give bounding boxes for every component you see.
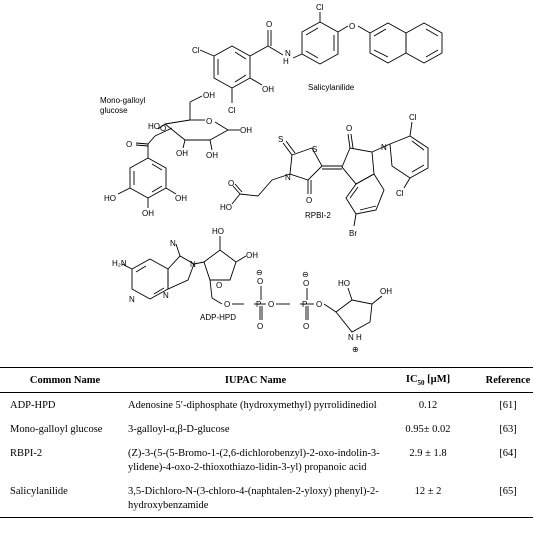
- rpbi-atom-o-acid: O: [228, 179, 234, 188]
- header-common-name: Common Name: [0, 366, 124, 394]
- sal-atom-cl-top: Cl: [316, 3, 324, 12]
- cell-common: Salicylanilide: [0, 479, 124, 519]
- chemical-structures-figure: Cl Cl OH O H N Cl O Salicylanilide Mono-…: [100, 3, 443, 354]
- rpbi-atom-br: Br: [349, 229, 357, 238]
- inhibitor-table: Common Name IUPAC Name IC50 [µM] Referen…: [0, 366, 533, 519]
- mgg-atom-oh-low2: OH: [206, 151, 218, 160]
- adp-atom-om2: O: [303, 279, 309, 288]
- adp-atom-o1: O: [224, 300, 230, 309]
- mgg-atom-ho-a: HO: [104, 194, 116, 203]
- cell-reference: [61]: [499, 400, 517, 412]
- mgg-atom-ho-left: HO: [148, 122, 160, 131]
- adp-minus-1: ⊖: [256, 268, 263, 277]
- cell-iupac: Adenosine 5′-diphosphate (hydroxymethyl)…: [128, 400, 377, 412]
- cell-common: Mono-galloyl glucose: [10, 424, 103, 436]
- table-row: RBPI-2 (Z)-3-(5-(5-Bromo-1-(2,6-dichloro…: [0, 441, 533, 479]
- rpbi-atom-cl-top: Cl: [409, 113, 417, 122]
- mgg-atom-o-link: O: [160, 124, 166, 133]
- mgg-label-line2: glucose: [100, 106, 128, 115]
- adp-atom-p2: P: [302, 300, 307, 309]
- header-iupac-name: IUPAC Name: [124, 366, 387, 394]
- adp-atom-oh: OH: [246, 251, 258, 260]
- adp-atom-o4: O: [257, 322, 263, 331]
- cell-ic50: 0.95± 0.02: [405, 424, 451, 436]
- adp-atom-ho2: HO: [338, 279, 350, 288]
- table-row: ADP-HPD Adenosine 5′-diphosphate (hydrox…: [0, 393, 533, 418]
- rpbi2-structure: S S N O O HO O N Cl Cl Br RPBI-2: [220, 113, 429, 238]
- cell-reference: [64]: [499, 448, 517, 460]
- rpbi-atom-o-top: O: [346, 124, 352, 133]
- cell-ic50: 2.9 ± 1.8: [409, 448, 447, 460]
- sal-atom-oh: OH: [262, 85, 274, 94]
- mgg-atom-o-ring: O: [206, 117, 212, 126]
- mgg-atom-oh-right: OH: [240, 126, 252, 135]
- table-header-row: Common Name IUPAC Name IC50 [µM] Referen…: [0, 366, 533, 394]
- rpbi-atom-s-ring: S: [312, 145, 317, 154]
- adp-atom-n4: N: [163, 291, 169, 300]
- rpbi-atom-n-ring: N: [285, 173, 291, 182]
- rpbi-atom-cl-right: Cl: [396, 189, 404, 198]
- structures-svg: Cl Cl OH O H N Cl O Salicylanilide Mono-…: [100, 3, 443, 354]
- cell-reference: [63]: [499, 424, 517, 436]
- sal-atom-n: N: [285, 49, 291, 58]
- header-ic50-suffix: [µM]: [424, 374, 451, 385]
- sal-atom-o-carbonyl: O: [266, 20, 272, 29]
- adp-atom-o5: O: [303, 322, 309, 331]
- cell-ic50: 0.12: [418, 400, 438, 412]
- rpbi-atom-o-low: O: [306, 196, 312, 205]
- table: Common Name IUPAC Name IC50 [µM] Referen…: [0, 366, 533, 519]
- adp-atom-o-ribose: O: [216, 281, 222, 290]
- sal-atom-h: H: [283, 57, 289, 66]
- table-row: Salicylanilide 3,5-Dichloro-N-(3-chloro-…: [0, 479, 533, 519]
- adp-atom-o2: O: [268, 300, 274, 309]
- mgg-atom-oh-low1: OH: [176, 149, 188, 158]
- adp-atom-ho: HO: [212, 227, 224, 236]
- salicylanilide-structure: Cl Cl OH O H N Cl O Salicylanilide: [192, 3, 443, 115]
- mgg-atom-o-ester: O: [126, 140, 132, 149]
- mgg-atom-oh-c: OH: [175, 194, 187, 203]
- header-ic50-sub: 50: [417, 379, 425, 388]
- adp-minus-2: ⊖: [302, 270, 309, 279]
- adp-hpd-structure: H₂N N N N N O HO OH O P O P O O O O O ⊖ …: [112, 227, 392, 354]
- cell-reference: [65]: [469, 479, 533, 519]
- adp-atom-oh2: OH: [380, 287, 392, 296]
- cell-iupac: 3,5-Dichloro-N-(3-chloro-4-(naphtalen-2-…: [124, 479, 387, 519]
- salicylanilide-label: Salicylanilide: [308, 83, 355, 92]
- header-ic50: IC50 [µM]: [387, 366, 469, 394]
- header-reference: Reference: [469, 366, 533, 394]
- adp-atom-n3: N: [129, 295, 135, 304]
- mgg-label-line1: Mono-galloyl: [100, 96, 146, 105]
- cell-common: ADP-HPD: [10, 400, 56, 412]
- cell-common: RBPI-2: [10, 448, 43, 460]
- mono-galloyl-glucose-structure: Mono-galloyl glucose OH O O HO OH OH: [100, 91, 252, 218]
- cell-iupac: (Z)-3-(5-(5-Bromo-1-(2,6-dichlorobenzyl)…: [128, 448, 380, 474]
- rpbi-atom-ho: HO: [220, 203, 232, 212]
- adp-atom-n1: N: [170, 239, 176, 248]
- cell-iupac: 3-galloyl-α,β-D-glucose: [128, 424, 230, 436]
- adp-plus: ⊕: [352, 345, 359, 354]
- rpbi-atom-n-indole: N: [381, 143, 387, 152]
- adp-atom-h: H: [356, 333, 362, 342]
- adp-atom-nh2: H₂N: [112, 259, 127, 268]
- adp-atom-om1: O: [257, 277, 263, 286]
- cell-ic50: 12 ± 2: [387, 479, 469, 519]
- adp-atom-o3: O: [316, 300, 322, 309]
- header-ic50-prefix: IC: [405, 374, 418, 385]
- adp-hpd-label: ADP-HPD: [200, 313, 236, 322]
- mgg-atom-oh-b: OH: [142, 209, 154, 218]
- table-row: Mono-galloyl glucose 3-galloyl-α,β-D-glu…: [0, 417, 533, 441]
- sal-atom-cl-bottom: Cl: [228, 106, 236, 115]
- mgg-atom-oh-top: OH: [203, 91, 215, 100]
- sal-atom-cl-left: Cl: [192, 46, 200, 55]
- rpbi-atom-s-thione: S: [278, 135, 283, 144]
- rpbi2-label: RPBI-2: [305, 211, 331, 220]
- adp-atom-n2: N: [190, 260, 196, 269]
- adp-atom-p1: P: [256, 300, 261, 309]
- adp-atom-n-pyrrolidine: N: [348, 333, 354, 342]
- sal-atom-o-ether: O: [349, 22, 355, 31]
